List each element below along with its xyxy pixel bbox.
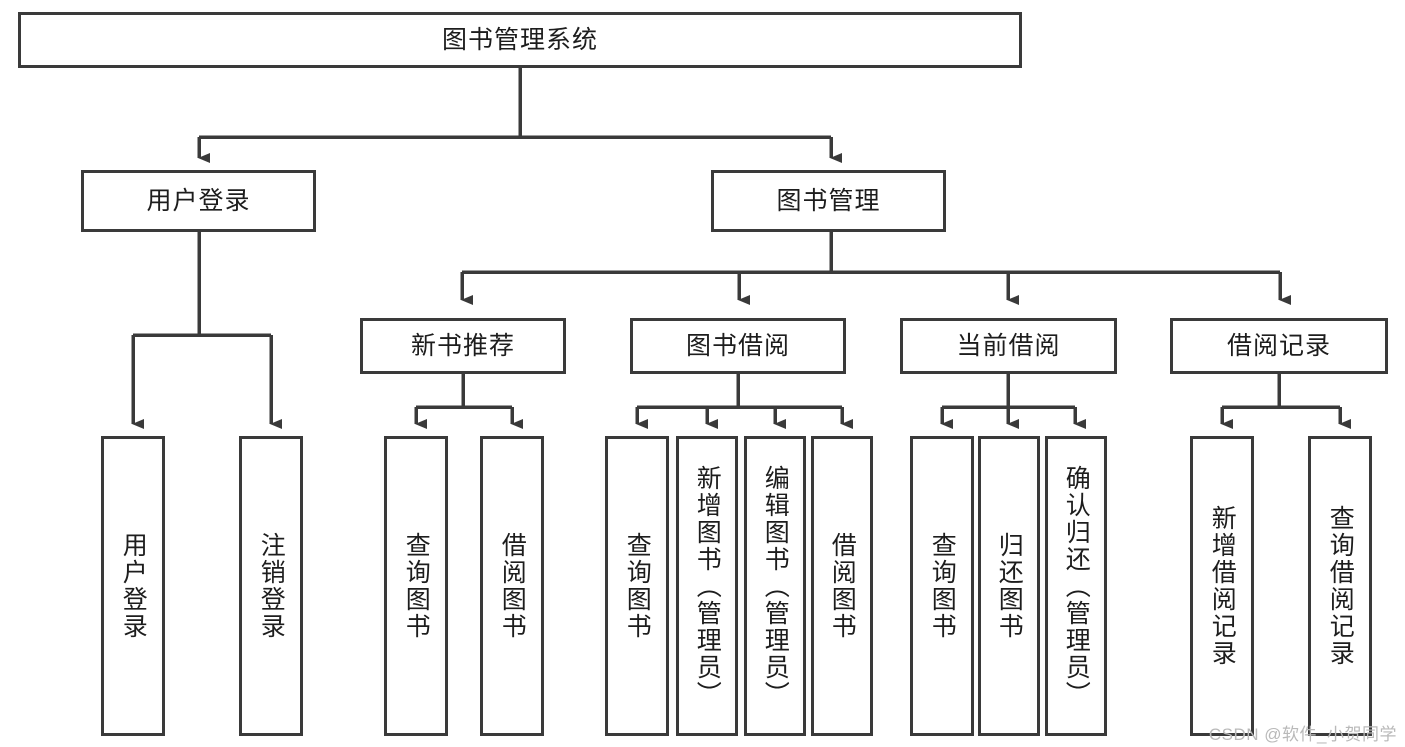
leaf-user-logout[interactable]: 注销登录 (239, 436, 303, 736)
leaf-borrow-book-2[interactable]: 借阅图书 (811, 436, 873, 736)
leaf-query-book-3[interactable]: 查询图书 (910, 436, 974, 736)
leaf-query-borrow-record-label: 查询借阅记录 (1326, 505, 1355, 667)
node-borrow-records-label: 借阅记录 (1226, 332, 1331, 360)
leaf-edit-book[interactable]: 编辑图书（管理员） (744, 436, 806, 736)
leaf-add-book[interactable]: 新增图书（管理员） (676, 436, 738, 736)
leaf-query-borrow-record[interactable]: 查询借阅记录 (1308, 436, 1372, 736)
leaf-query-book-2-label: 查询图书 (623, 532, 652, 640)
node-current-borrow[interactable]: 当前借阅 (900, 318, 1117, 374)
node-current-borrow-label: 当前借阅 (956, 332, 1061, 360)
node-borrow-records[interactable]: 借阅记录 (1170, 318, 1388, 374)
node-user-login[interactable]: 用户登录 (81, 170, 316, 232)
node-new-book-recommend-label: 新书推荐 (410, 332, 515, 360)
leaf-return-book[interactable]: 归还图书 (978, 436, 1040, 736)
node-root[interactable]: 图书管理系统 (18, 12, 1022, 68)
node-new-book-recommend[interactable]: 新书推荐 (360, 318, 566, 374)
leaf-borrow-book-1-label: 借阅图书 (498, 532, 527, 640)
node-user-login-label: 用户登录 (146, 187, 251, 215)
leaf-user-logout-label: 注销登录 (257, 532, 286, 640)
leaf-query-book-1-label: 查询图书 (402, 532, 431, 640)
leaf-confirm-return-label: 确认归还（管理员） (1062, 464, 1091, 708)
leaf-query-book-2[interactable]: 查询图书 (605, 436, 669, 736)
leaf-add-borrow-record[interactable]: 新增借阅记录 (1190, 436, 1254, 736)
leaf-borrow-book-1[interactable]: 借阅图书 (480, 436, 544, 736)
leaf-query-book-3-label: 查询图书 (928, 532, 957, 640)
node-book-management-label: 图书管理 (776, 187, 881, 215)
node-book-management[interactable]: 图书管理 (711, 170, 946, 232)
node-root-label: 图书管理系统 (441, 26, 598, 54)
csdn-watermark: CSDN @软件_小贺同学 (1208, 725, 1397, 744)
node-book-borrow-label: 图书借阅 (685, 332, 790, 360)
leaf-user-login-label: 用户登录 (119, 532, 148, 640)
node-book-borrow[interactable]: 图书借阅 (630, 318, 846, 374)
leaf-return-book-label: 归还图书 (995, 532, 1024, 640)
leaf-add-book-label: 新增图书（管理员） (693, 464, 722, 708)
leaf-query-book-1[interactable]: 查询图书 (384, 436, 448, 736)
leaf-borrow-book-2-label: 借阅图书 (828, 532, 857, 640)
leaf-confirm-return[interactable]: 确认归还（管理员） (1045, 436, 1107, 736)
leaf-user-login[interactable]: 用户登录 (101, 436, 165, 736)
leaf-add-borrow-record-label: 新增借阅记录 (1208, 505, 1237, 667)
leaf-edit-book-label: 编辑图书（管理员） (761, 464, 790, 708)
